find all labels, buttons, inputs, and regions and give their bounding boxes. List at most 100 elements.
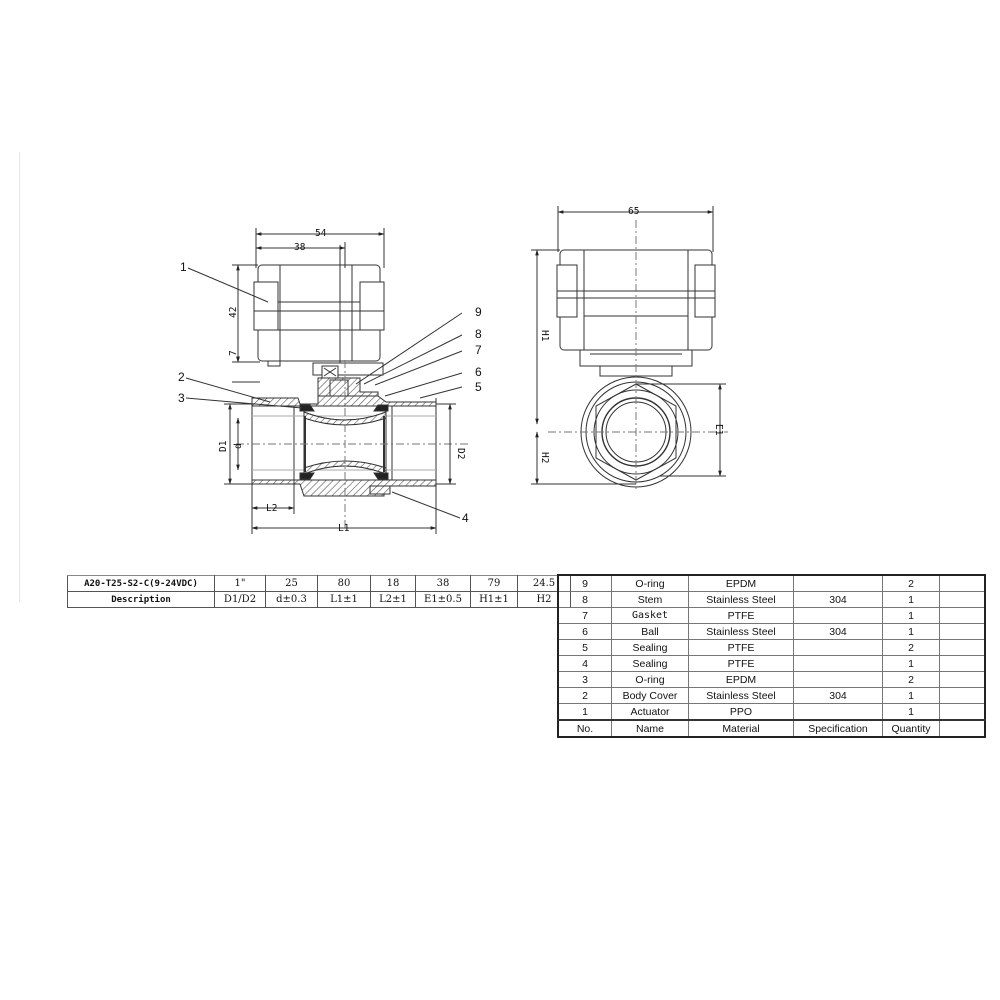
dim-L1: L1: [338, 523, 350, 534]
dim-54: 54: [315, 228, 327, 239]
part-qty: 1: [882, 623, 940, 640]
spec-value: 80: [317, 575, 371, 592]
part-extra: [939, 591, 986, 608]
spec-value: 1": [214, 575, 266, 592]
page-edge-line: [19, 152, 20, 602]
part-name: Ball: [611, 623, 689, 640]
part-spec: [793, 655, 883, 672]
callout-4: 4: [462, 511, 469, 525]
part-spec: [793, 703, 883, 721]
spec-label: D1/D2: [214, 591, 266, 608]
part-name: O-ring: [611, 574, 689, 592]
dim-H1: H1: [539, 330, 550, 342]
part-name: Actuator: [611, 703, 689, 721]
part-material: EPDM: [688, 671, 794, 688]
model-cell: A20-T25-S2-C(9-24VDC): [67, 575, 215, 592]
callout-1: 1: [180, 260, 187, 274]
dim-65: 65: [628, 206, 639, 217]
header-quantity: Quantity: [882, 719, 940, 738]
part-spec: [793, 639, 883, 656]
part-qty: 1: [882, 607, 940, 624]
part-name: Stem: [611, 591, 689, 608]
spec-table: A20-T25-S2-C(9-24VDC) 1" 25 80 18 38 79 …: [67, 575, 571, 608]
dim-D1: D1: [218, 440, 229, 452]
part-name: O-ring: [611, 671, 689, 688]
part-qty: 1: [882, 703, 940, 721]
part-extra: [939, 639, 986, 656]
spec-label: L2±1: [370, 591, 416, 608]
part-extra: [939, 574, 986, 592]
part-no: 4: [557, 655, 612, 672]
part-no: 7: [557, 607, 612, 624]
part-name: Sealing: [611, 655, 689, 672]
callout-8: 8: [475, 327, 482, 341]
part-spec: 304: [793, 591, 883, 608]
spec-value: 79: [470, 575, 518, 592]
spec-label: d±0.3: [265, 591, 318, 608]
header-no: No.: [557, 719, 612, 738]
part-material: EPDM: [688, 574, 794, 592]
part-no: 9: [557, 574, 612, 592]
part-extra: [939, 671, 986, 688]
part-extra: [939, 703, 986, 721]
part-extra: [939, 623, 986, 640]
dim-E1: E1: [713, 424, 724, 436]
part-no: 3: [557, 671, 612, 688]
spec-label: L1±1: [317, 591, 371, 608]
part-extra: [939, 655, 986, 672]
part-name: Body Cover: [611, 687, 689, 704]
front-view: [185, 228, 470, 534]
part-name: Sealing: [611, 639, 689, 656]
dim-42: 42: [228, 307, 239, 318]
part-qty: 1: [882, 591, 940, 608]
spec-label: H1±1: [470, 591, 518, 608]
part-spec: 304: [793, 687, 883, 704]
header-extra: [939, 719, 986, 738]
part-material: Stainless Steel: [688, 687, 794, 704]
spec-value: 18: [370, 575, 416, 592]
side-view: [531, 206, 728, 492]
spec-values-row: A20-T25-S2-C(9-24VDC) 1" 25 80 18 38 79 …: [67, 575, 571, 592]
callout-3: 3: [178, 391, 185, 405]
spec-value: 25: [265, 575, 318, 592]
part-no: 5: [557, 639, 612, 656]
header-material: Material: [688, 719, 794, 738]
dim-d: d: [233, 443, 244, 449]
callout-6: 6: [475, 365, 482, 379]
part-extra: [939, 607, 986, 624]
part-name: Gasket: [611, 607, 689, 624]
callout-2: 2: [178, 370, 185, 384]
dim-L2: L2: [266, 503, 277, 514]
header-specification: Specification: [793, 719, 883, 738]
part-spec: 304: [793, 623, 883, 640]
part-no: 1: [557, 703, 612, 721]
callout-7: 7: [475, 343, 482, 357]
part-no: 6: [557, 623, 612, 640]
spec-labels-row: Description D1/D2 d±0.3 L1±1 L2±1 E1±0.5…: [67, 591, 571, 608]
part-material: PTFE: [688, 607, 794, 624]
dim-7: 7: [228, 350, 239, 356]
part-no: 2: [557, 687, 612, 704]
part-qty: 1: [882, 687, 940, 704]
dim-38: 38: [294, 242, 306, 253]
part-spec: [793, 607, 883, 624]
part-extra: [939, 687, 986, 704]
description-cell: Description: [67, 591, 215, 608]
part-material: Stainless Steel: [688, 591, 794, 608]
part-material: Stainless Steel: [688, 623, 794, 640]
part-material: PPO: [688, 703, 794, 721]
part-qty: 1: [882, 655, 940, 672]
part-no: 8: [557, 591, 612, 608]
dim-H2: H2: [539, 452, 550, 463]
part-material: PTFE: [688, 639, 794, 656]
